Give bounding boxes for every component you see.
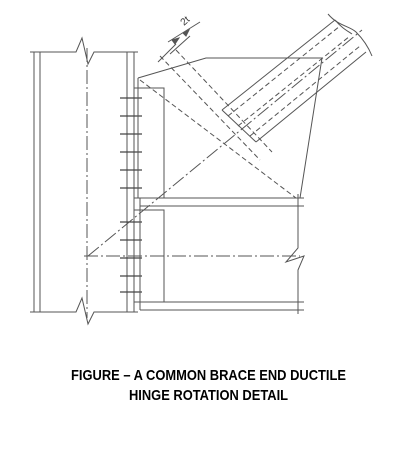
dimension-arrow bbox=[182, 28, 191, 37]
beam bbox=[84, 194, 305, 314]
brace-inner-wall bbox=[227, 25, 341, 117]
bolts bbox=[120, 97, 142, 293]
brace-centerline bbox=[87, 29, 363, 257]
brace-inner-wall bbox=[249, 45, 361, 137]
brace-outer-upper bbox=[221, 19, 336, 111]
brace-slot bbox=[237, 35, 351, 127]
gusset-plate-outline bbox=[137, 57, 323, 199]
column-bottom-break bbox=[30, 296, 138, 326]
brace-top-break-inner bbox=[334, 19, 353, 35]
hinge-line-lower bbox=[175, 49, 273, 153]
dimension-extension bbox=[157, 43, 177, 63]
brace-connection-drawing: 2t bbox=[30, 13, 373, 326]
brace-top-break bbox=[327, 13, 373, 57]
caption-line-1: FIGURE – A COMMON BRACE END DUCTILE bbox=[71, 367, 346, 384]
column-top-break bbox=[30, 36, 138, 66]
hinge-zone bbox=[139, 49, 297, 199]
beam-break bbox=[284, 194, 305, 314]
hinge-line-upper bbox=[159, 55, 261, 161]
dimension-arrow bbox=[171, 37, 181, 45]
dimension-extension bbox=[169, 35, 191, 55]
column bbox=[30, 36, 138, 326]
gusset-plate bbox=[137, 57, 323, 199]
brace-outer-lower bbox=[255, 51, 367, 143]
dimension-label: 2t bbox=[179, 14, 193, 28]
figure-caption: FIGURE – A COMMON BRACE END DUCTILE HING… bbox=[29, 366, 388, 406]
dimension-2t: 2t bbox=[157, 14, 201, 63]
gusset-fold-line bbox=[139, 79, 297, 199]
brace bbox=[87, 13, 373, 257]
caption-line-2: HINGE ROTATION DETAIL bbox=[128, 387, 289, 404]
brace-end bbox=[221, 109, 257, 143]
